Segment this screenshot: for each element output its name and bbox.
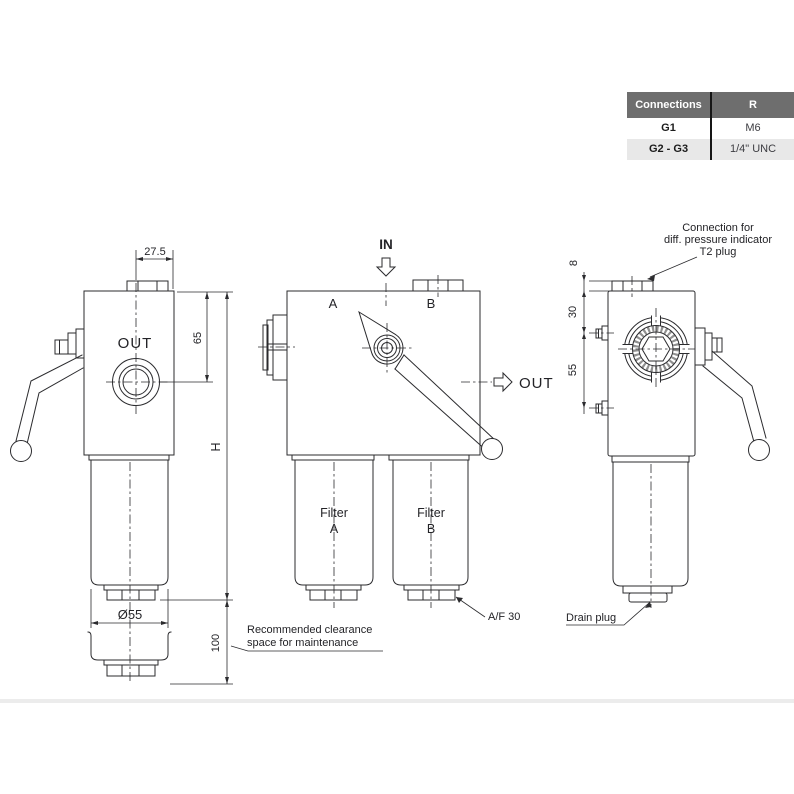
t2-plug-cap [611,276,654,297]
row-thread: 1/4" UNC [710,139,794,160]
dim-H: H [160,292,233,601]
right-changeover-lever [694,327,770,461]
row-connection: G1 [661,122,676,134]
dim-27-5: 27.5 [135,246,174,289]
table-row: G1 M6 [627,118,794,139]
left-out-label: OUT [118,335,153,352]
front-out-label: OUT [519,375,554,392]
dim-100: 100 [170,600,233,685]
header-thread: R [710,92,794,118]
front-view: IN A B OUT [258,237,554,623]
table-row: G2 - G3 1/4" UNC [627,139,794,160]
svg-text:30: 30 [567,306,579,318]
svg-text:Recommended clearance: Recommended clearance [247,624,372,636]
svg-text:T2 plug: T2 plug [700,246,737,258]
svg-text:Connection for: Connection for [682,222,754,234]
in-label: IN [379,237,393,252]
lever-ball-knob [481,438,503,460]
left-top-cap [126,280,169,292]
svg-text:65: 65 [192,332,204,344]
svg-text:55: 55 [567,364,579,376]
maintenance-clearance-note: Recommended clearance space for maintena… [230,624,383,652]
row-connection: G2 - G3 [648,143,689,155]
svg-text:space for maintenance: space for maintenance [247,637,358,649]
right-view: 8 30 55 Connection for diff. pressure in… [566,222,772,626]
svg-text:A/F 30: A/F 30 [488,611,520,623]
filter-a-label-line1: Filter [320,506,348,520]
filter-a-label-line2: A [330,522,339,536]
left-bowl-removed-position [87,631,172,677]
dim-diameter-55: Ø55 [90,589,169,628]
svg-text:H: H [209,442,223,451]
connections-table: Connections R G1 M6 G2 - G3 1/4" UNC [627,92,794,160]
front-changeover-lever [358,310,503,460]
dim-65: 65 [160,291,233,383]
connections-table-header: Connections R [627,92,794,118]
hex-size-callout: A/F 30 [455,596,520,623]
flow-out-arrow-icon [493,371,513,393]
drain-plug [628,592,668,603]
filter-bowl-a [291,454,375,608]
left-view: OUT 27.5 65 H [10,246,233,685]
left-filter-bowl [88,454,170,601]
left-out-port [112,358,160,406]
indicator-cover [618,308,700,390]
header-connections: Connections [635,99,702,111]
drain-plug-note: Drain plug [566,601,651,626]
side-plug-upper [589,325,614,341]
svg-text:8: 8 [568,260,580,266]
lever-ball-knob [10,440,32,462]
lever-ball-knob [748,439,770,461]
filter-b-label-line2: B [427,522,435,536]
port-b-label: B [427,296,436,311]
svg-text:Ø55: Ø55 [118,607,143,622]
port-a-label: A [329,296,338,311]
filter-b-label-line1: Filter [417,506,445,520]
left-changeover-lever [10,328,85,462]
filter-bowl-b [388,454,470,608]
svg-text:diff. pressure indicator: diff. pressure indicator [664,234,772,246]
svg-text:100: 100 [210,634,222,652]
page-divider [0,699,794,703]
flow-in-arrow-icon [375,257,397,277]
svg-text:Drain plug: Drain plug [566,612,616,624]
front-body-block [286,290,481,456]
right-filter-bowl [611,455,690,608]
front-side-flange [258,314,295,381]
indicator-connection-note: Connection for diff. pressure indicator … [647,222,772,281]
svg-text:27.5: 27.5 [144,246,165,258]
left-body-block [83,290,175,456]
row-thread: M6 [710,118,794,139]
front-top-cap [412,275,464,297]
dim-chain-8-30-55: 8 30 55 [567,260,613,414]
side-plug-lower [589,400,614,416]
